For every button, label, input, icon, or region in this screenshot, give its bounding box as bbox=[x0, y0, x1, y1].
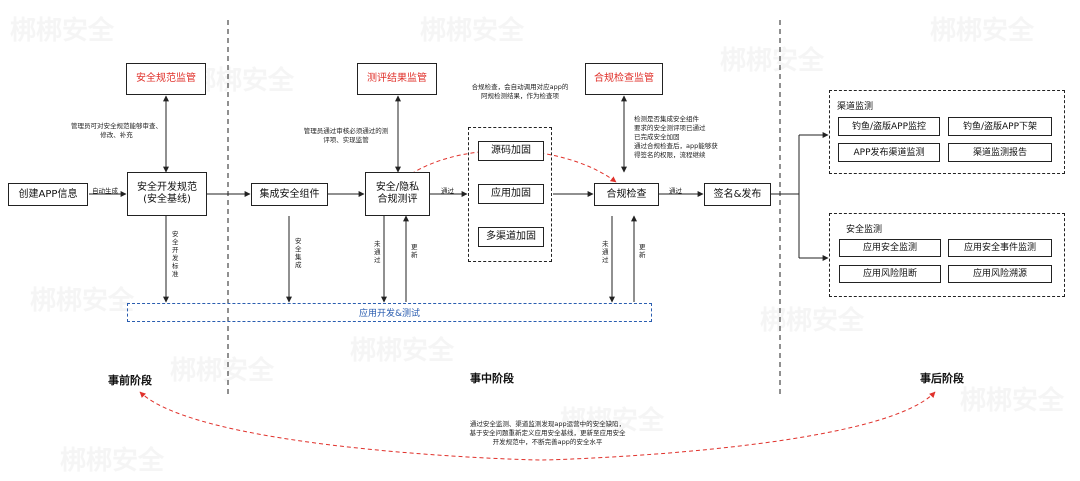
edge-feedback-arc bbox=[139, 391, 936, 461]
node-security-spec: 安全开发规范 (安全基线) bbox=[127, 172, 207, 216]
node-app-harden: 应用加固 bbox=[478, 184, 544, 204]
node-compliance-supervise: 合规检查监管 bbox=[585, 63, 663, 95]
node-source-harden: 源码加固 bbox=[478, 141, 544, 161]
phase-mid: 事中阶段 bbox=[470, 372, 514, 385]
note-compliance: 检测是否集成安全组件 要求的安全测评项已通过 已完成安全加固 通过合规检查后，a… bbox=[634, 115, 718, 159]
note-feedback: 通过安全监测、渠道监测发现app运营中的安全缺陷， 基于安全问题重新定义应用安全… bbox=[469, 420, 626, 446]
edge-label-not-pass: 未通过 bbox=[374, 240, 381, 264]
node-compliance-check: 合规检查 bbox=[594, 183, 659, 206]
security-monitor-group bbox=[829, 213, 1065, 297]
edge-label-auto-gen: 自动生成 bbox=[92, 187, 118, 195]
node-risk-block: 应用风险阻断 bbox=[839, 265, 941, 283]
edge-label-sec-integrate: 安全集成 bbox=[295, 237, 302, 269]
edge-label-pass: 通过 bbox=[441, 187, 454, 195]
node-eval-supervise: 测评结果监管 bbox=[357, 63, 437, 95]
phase-post: 事后阶段 bbox=[920, 372, 964, 385]
note-eval: 管理员通过审核必须通过的测 评项、实现监管 bbox=[303, 127, 389, 144]
security-monitor-title: 安全监测 bbox=[846, 225, 883, 235]
node-sign-publish: 签名&发布 bbox=[704, 183, 771, 206]
phase-pre: 事前阶段 bbox=[108, 374, 152, 387]
channel-monitor-title: 渠道监测 bbox=[837, 102, 874, 112]
node-security-event-monitor: 应用安全事件监测 bbox=[948, 239, 1052, 257]
node-channel-report: 渠道监测报告 bbox=[948, 143, 1052, 162]
edge-label-update: 更新 bbox=[639, 243, 646, 259]
node-app-security-monitor: 应用安全监测 bbox=[839, 239, 941, 257]
node-privacy-eval: 安全/隐私 合规测评 bbox=[365, 172, 430, 216]
node-phishing-takedown: 钓鱼/盗版APP下架 bbox=[948, 117, 1052, 136]
node-spec-supervise: 安全规范监管 bbox=[126, 63, 206, 95]
note-harden: 合规检查，会自动调用对应app的 阿规检测结果，作为检查项 bbox=[471, 83, 569, 100]
node-risk-trace: 应用风险溯源 bbox=[948, 265, 1052, 283]
node-multichannel-harden: 多渠道加固 bbox=[478, 227, 544, 247]
channel-monitor-group bbox=[829, 90, 1065, 174]
hardening-group bbox=[468, 127, 552, 262]
edge-label-update: 更新 bbox=[411, 243, 418, 259]
node-channel-detect: APP发布渠道监测 bbox=[838, 143, 940, 162]
edge-label-sec-std: 安全开发标准 bbox=[172, 230, 179, 278]
dev-test-bar: 应用开发&测试 bbox=[127, 303, 652, 322]
note-spec: 管理员可对安全规范能够审查、 修改、补充 bbox=[71, 122, 162, 139]
node-phishing-monitor: 钓鱼/盗版APP监控 bbox=[838, 117, 940, 136]
edge-label-pass: 通过 bbox=[669, 187, 682, 195]
node-integrate-component: 集成安全组件 bbox=[251, 183, 328, 206]
edge-label-not-pass: 未通过 bbox=[602, 240, 609, 264]
node-create-app: 创建APP信息 bbox=[8, 183, 88, 206]
